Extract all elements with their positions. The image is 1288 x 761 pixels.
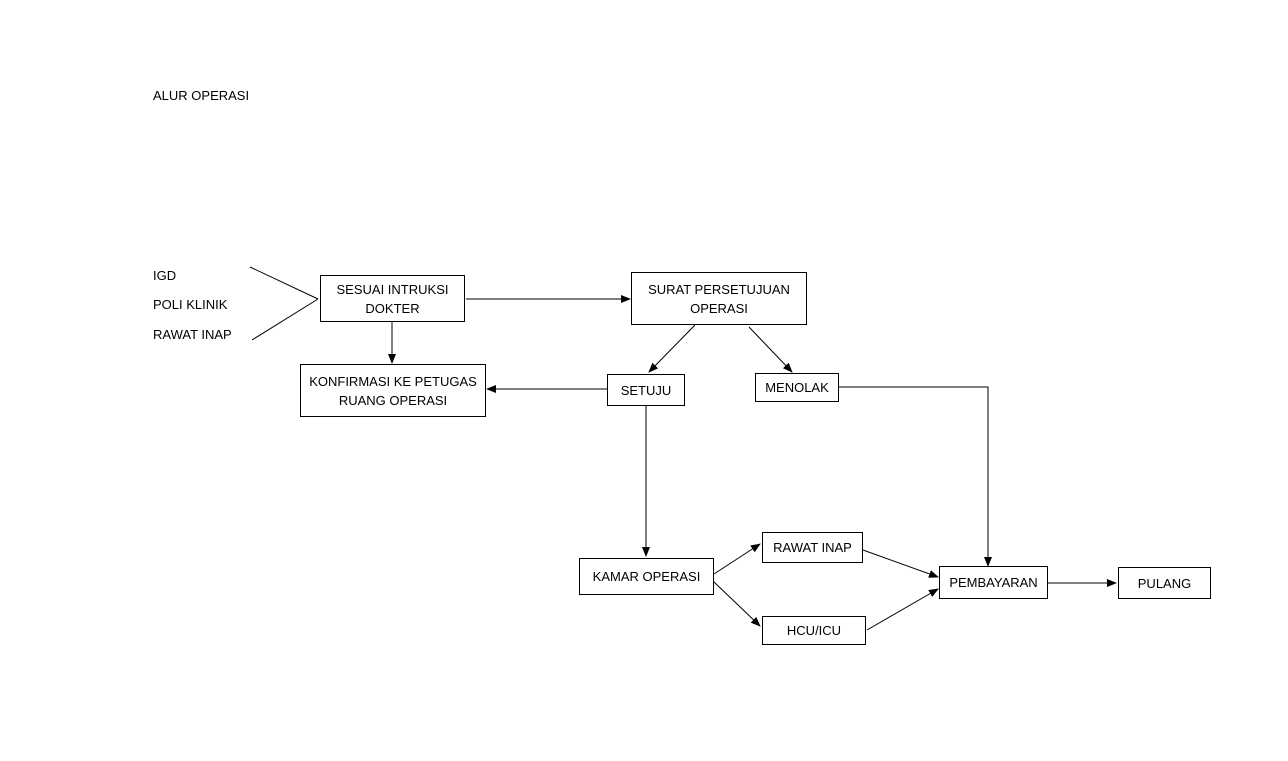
node-pembayaran-label: PEMBAYARAN xyxy=(949,575,1038,590)
source-rawat-inap: RAWAT INAP xyxy=(153,327,232,342)
node-konfirmasi-line1: KONFIRMASI KE PETUGAS xyxy=(309,373,477,389)
source-merge-line-bottom xyxy=(251,298,319,341)
node-pembayaran: PEMBAYARAN xyxy=(939,566,1048,599)
arrow-rawat-inap-to-pembayaran xyxy=(862,549,939,578)
source-poli-klinik: POLI KLINIK xyxy=(153,297,228,312)
source-igd: IGD xyxy=(153,268,177,283)
node-surat-line2: OPERASI xyxy=(690,300,748,316)
node-menolak: MENOLAK xyxy=(755,373,839,402)
arrow-surat-to-setuju xyxy=(648,324,696,373)
node-setuju: SETUJU xyxy=(607,374,685,406)
arrow-menolak-to-pembayaran xyxy=(839,386,992,567)
source-merge-line-top xyxy=(249,266,319,300)
arrow-surat-to-menolak xyxy=(748,326,793,373)
arrow-kamar-to-hcu xyxy=(713,581,761,627)
node-hcu-icu-label: HCU/ICU xyxy=(786,623,842,638)
node-konfirmasi-petugas: KONFIRMASI KE PETUGAS RUANG OPERASI xyxy=(300,364,486,417)
node-surat-line1: SURAT PERSETUJUAN xyxy=(648,281,790,297)
node-pulang: PULANG xyxy=(1118,567,1211,599)
node-setuju-label: SETUJU xyxy=(620,382,672,398)
node-kamar-operasi-label: KAMAR OPERASI xyxy=(592,569,701,584)
node-sesuai-line1: SESUAI INTRUKSI xyxy=(336,281,449,297)
node-kamar-operasi: KAMAR OPERASI xyxy=(579,558,714,595)
node-menolak-label: MENOLAK xyxy=(765,380,829,395)
node-hcu-icu: HCU/ICU xyxy=(762,616,866,645)
arrow-hcu-to-pembayaran xyxy=(866,588,939,631)
node-surat-persetujuan-operasi: SURAT PERSETUJUAN OPERASI xyxy=(631,272,807,325)
node-rawat-inap: RAWAT INAP xyxy=(762,532,863,563)
node-sesuai-line2: DOKTER xyxy=(365,300,420,316)
arrow-kamar-to-rawat-inap xyxy=(713,543,761,575)
node-sesuai-intruksi-dokter: SESUAI INTRUKSI DOKTER xyxy=(320,275,465,322)
page-title: ALUR OPERASI xyxy=(153,88,250,103)
node-konfirmasi-line2: RUANG OPERASI xyxy=(338,392,448,408)
node-rawat-inap-label: RAWAT INAP xyxy=(773,540,852,555)
node-pulang-label: PULANG xyxy=(1137,575,1192,591)
